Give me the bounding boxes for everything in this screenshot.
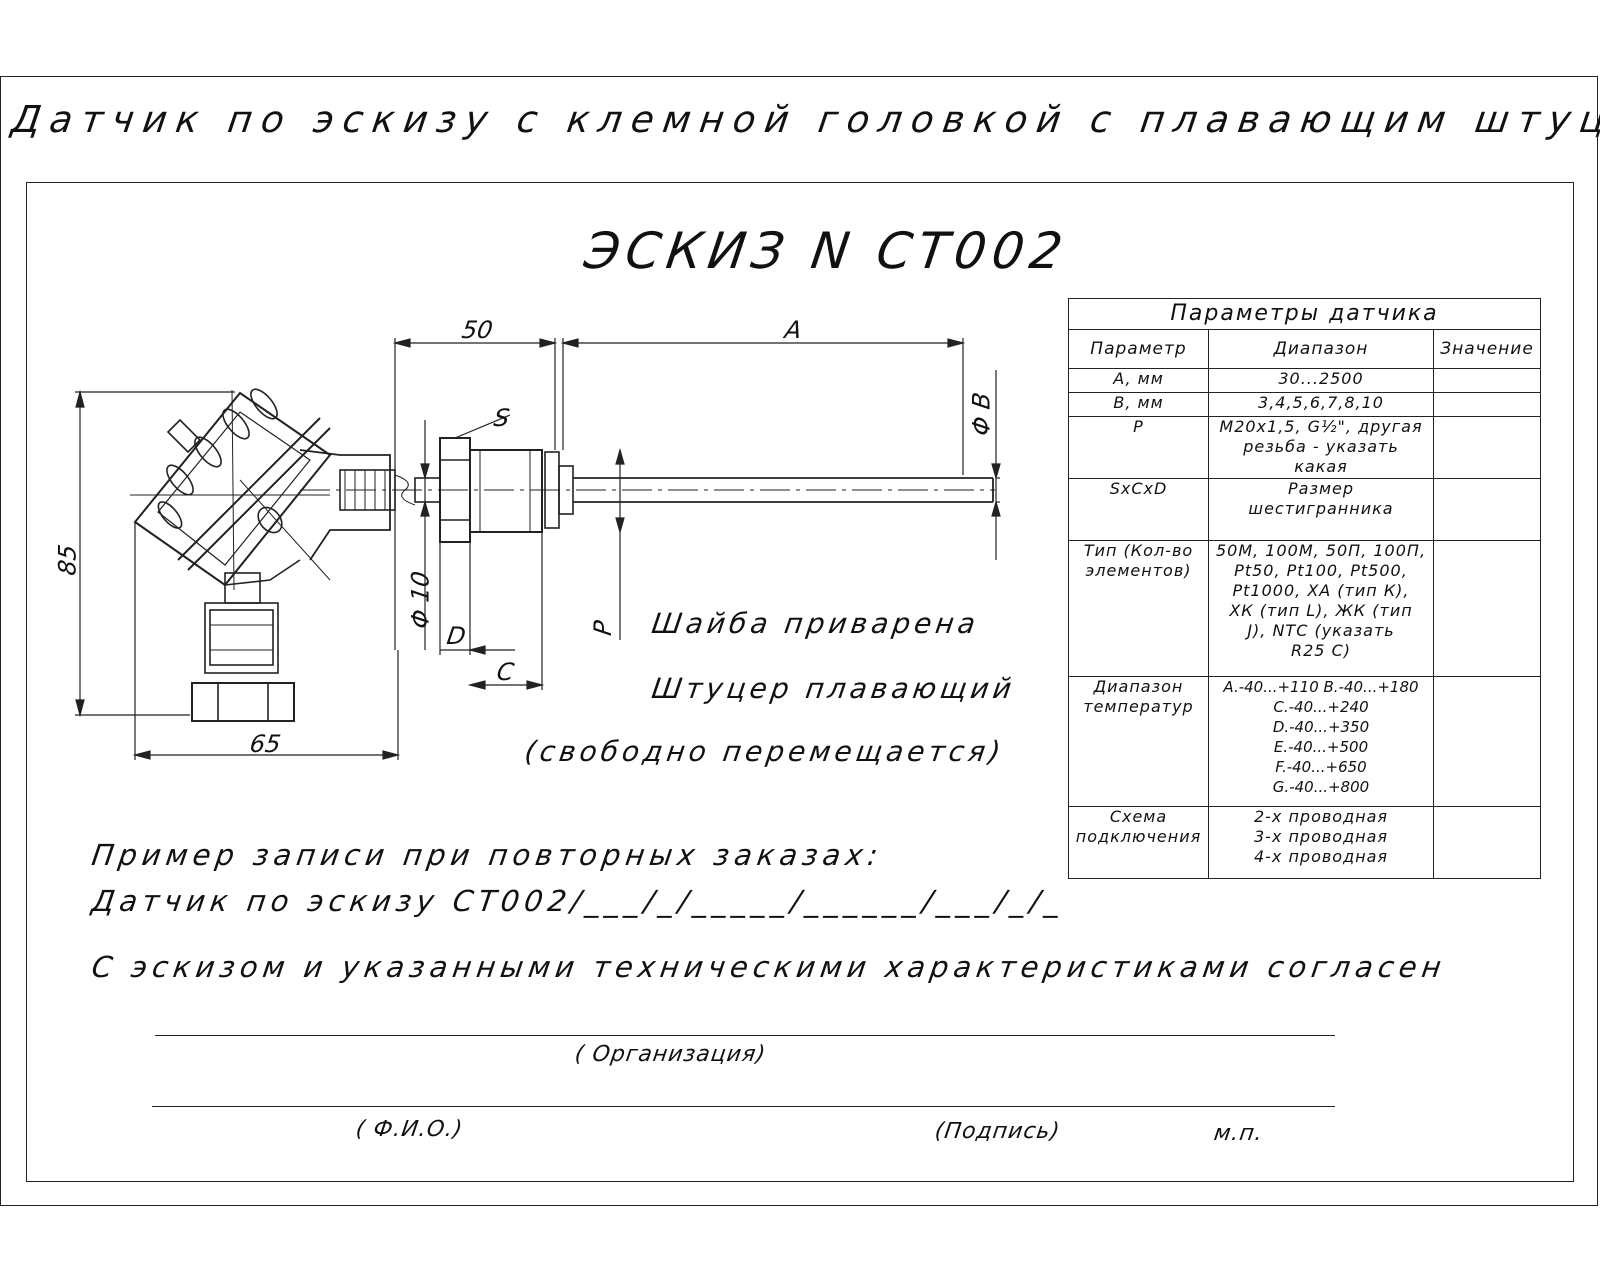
header-range: Диапазон xyxy=(1208,329,1434,369)
terminal-head xyxy=(130,388,391,591)
probe-stem xyxy=(573,477,994,503)
stamp-label: м.п. xyxy=(1212,1121,1265,1146)
row-value-cell[interactable] xyxy=(1432,478,1542,541)
dim-phi-10: Φ 10 xyxy=(406,569,435,631)
row-param: Тип (Кол-во элементов) xyxy=(1068,540,1209,677)
order-example-code: Датчик по эскизу СТ002/___/_/_____/_____… xyxy=(89,884,1068,918)
parameters-table: Параметры датчика Параметр Диапазон Знач… xyxy=(1067,298,1542,879)
row-value-cell[interactable] xyxy=(1432,368,1542,393)
row-value-cell[interactable] xyxy=(1432,392,1542,417)
table-header-row: Параметр Диапазон Значение xyxy=(1068,329,1542,369)
dim-50: 50 xyxy=(460,316,495,344)
fio-label: ( Ф.И.О.) xyxy=(354,1117,465,1142)
note-floating-fitting: Штуцер плавающий xyxy=(649,672,1018,705)
row-param: Схема подключения xyxy=(1068,806,1209,879)
row-param: SxCxD xyxy=(1068,478,1209,541)
dim-phi-b: Φ B xyxy=(967,390,996,438)
table-row: B, мм 3,4,5,6,7,8,10 xyxy=(1068,392,1542,417)
row-range: M20x1,5, G½", другая резьба - указать ка… xyxy=(1208,416,1434,479)
row-range: 3,4,5,6,7,8,10 xyxy=(1208,392,1434,417)
header-parameter: Параметр xyxy=(1068,329,1209,369)
row-value-cell[interactable] xyxy=(1432,540,1542,677)
outer-frame xyxy=(0,76,1598,1206)
row-param: A, мм xyxy=(1068,368,1209,393)
row-range: A.-40...+110 B.-40...+180 C.-40...+240 D… xyxy=(1208,676,1434,807)
table-row: Тип (Кол-во элементов) 50М, 100М, 50П, 1… xyxy=(1068,540,1542,677)
fio-signature-line[interactable] xyxy=(152,1106,1335,1107)
order-example-title: Пример записи при повторных заказах: xyxy=(89,838,885,872)
note-washer-welded: Шайба приварена xyxy=(649,607,982,640)
row-value-cell[interactable] xyxy=(1432,676,1542,807)
agreement-text: С эскизом и указанными техническими хара… xyxy=(89,950,1449,984)
row-value-cell[interactable] xyxy=(1432,416,1542,479)
table-row: SxCxD Размер шестигранника xyxy=(1068,478,1542,541)
table-caption: Параметры датчика xyxy=(1067,298,1542,330)
signature-label: (Подпись) xyxy=(933,1119,1062,1144)
row-range: 50М, 100М, 50П, 100П, Pt50, Pt100, Pt500… xyxy=(1208,540,1434,677)
row-param: P xyxy=(1068,416,1209,479)
table-row: Диапазон температур A.-40...+110 B.-40..… xyxy=(1068,676,1542,807)
row-range: Размер шестигранника xyxy=(1208,478,1434,541)
dim-85: 85 xyxy=(53,542,82,578)
header-value: Значение xyxy=(1432,329,1542,369)
hex-fitting xyxy=(439,437,574,543)
organization-label: ( Организация) xyxy=(573,1042,768,1067)
row-range: 30...2500 xyxy=(1208,368,1434,393)
row-range: 2-х проводная 3-х проводная 4-х проводна… xyxy=(1208,806,1434,879)
row-param: Диапазон температур xyxy=(1068,676,1209,807)
dimension-lines xyxy=(75,338,1001,760)
inner-frame xyxy=(26,182,1574,1182)
dim-65: 65 xyxy=(248,730,283,758)
row-value-cell[interactable] xyxy=(1432,806,1542,879)
cable-gland xyxy=(191,572,295,722)
table-row: P M20x1,5, G½", другая резьба - указать … xyxy=(1068,416,1542,479)
table-row: A, мм 30...2500 xyxy=(1068,368,1542,393)
table-row: Схема подключения 2-х проводная 3-х пров… xyxy=(1068,806,1542,879)
note-moves-freely: (свободно перемещается) xyxy=(522,735,1007,768)
organization-line[interactable] xyxy=(155,1035,1335,1036)
dim-d: D xyxy=(445,622,468,650)
row-param: B, мм xyxy=(1068,392,1209,417)
